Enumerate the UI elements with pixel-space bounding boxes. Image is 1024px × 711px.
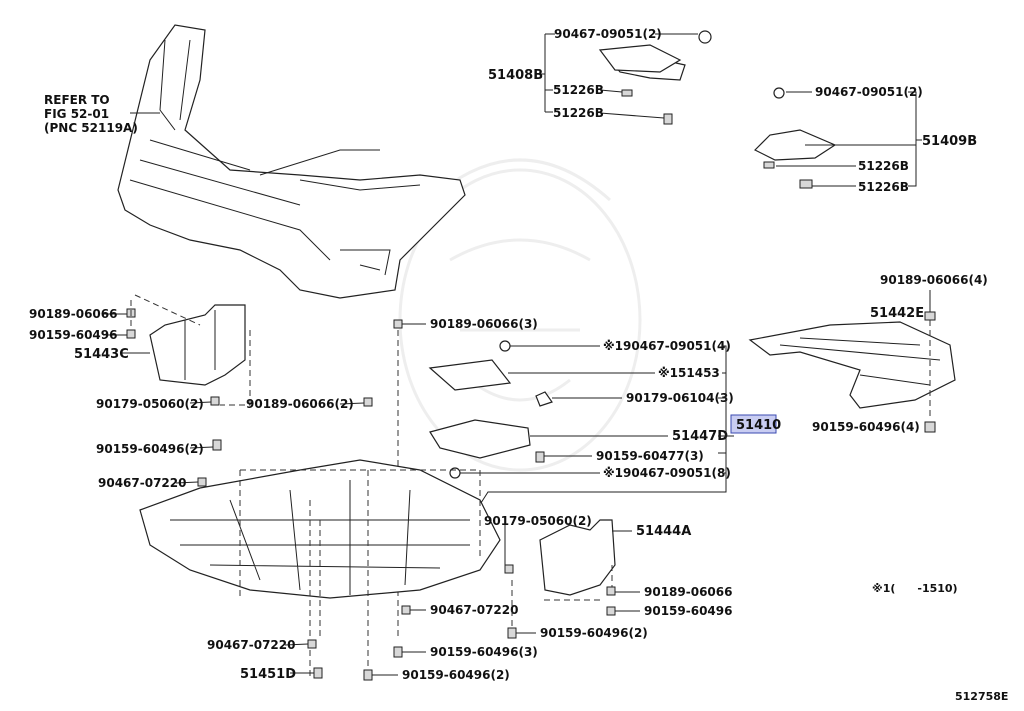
part-label[interactable]: 90467-07220 [207,638,295,652]
part-label[interactable]: 90189-06066 [644,585,732,599]
part-label[interactable]: ※190467-09051(8) [603,466,731,480]
part-label[interactable]: 90189-06066 [29,307,117,321]
part-label[interactable]: 90159-60496(4) [812,420,920,434]
bolt-icon [212,439,222,451]
part-label[interactable]: 90467-07220 [430,603,518,617]
front-bumper-illustration [117,24,466,299]
bracket-51409b-illustration [753,87,837,189]
part-label[interactable]: 51226B [553,83,604,97]
leader-line [599,89,623,93]
bolt-icon [535,451,545,463]
part-label[interactable]: ※151453 [658,366,720,380]
leader-line [175,481,199,484]
bolt-icon [606,606,616,616]
clip-icon [210,396,220,406]
bracket-51443c-illustration [149,304,246,386]
bolt-icon [363,669,373,681]
part-label[interactable]: 51408B [488,68,543,83]
bolt-icon [393,319,403,329]
pad-151453-illustration [428,359,512,391]
nut-icon [401,605,411,615]
bolt-icon [924,421,936,433]
part-label[interactable]: 90189-06066(4) [880,273,988,287]
bracket-51447d-illustration [429,419,531,459]
part-label[interactable]: 51410 [736,418,781,433]
bracket-line [469,345,727,521]
part-label[interactable]: 51226B [858,180,909,194]
part-label[interactable]: 51409B [922,134,977,149]
footnote: ※1( -1510) [872,582,958,595]
clip-icon [504,564,514,574]
leader-line [339,402,365,405]
bolt-icon [606,586,616,596]
part-label[interactable]: 90179-05060(2) [96,397,204,411]
under-cover-51451d-illustration [139,459,501,680]
highlight-51410[interactable]: 51410 [730,414,781,434]
bracket-51444a-illustration [539,519,616,596]
refer-label-line1: REFER TO [44,93,110,107]
part-label[interactable]: 90189-06066(2) [246,397,354,411]
part-label[interactable]: 51226B [858,159,909,173]
refer-label-line3: (PNC 52119A) [44,121,138,135]
part-label[interactable]: 90179-06104(3) [626,391,734,405]
figure-number: 512758E [955,690,1008,703]
part-label[interactable]: ※190467-09051(4) [603,339,731,353]
part-label[interactable]: 90179-05060(2) [484,514,592,528]
bracket-line [908,91,917,187]
bracket-51408b-illustration [598,30,712,125]
bolt-icon [126,329,136,339]
part-label[interactable]: 51444A [636,524,691,539]
nut-icon [197,477,207,487]
dashed-guide [540,565,613,601]
leader-line [284,643,309,646]
part-label[interactable]: 51443C [74,347,129,362]
part-label[interactable]: 90159-60496 [644,604,732,618]
part-label[interactable]: 51451D [240,667,296,682]
part-label[interactable]: 90159-60496 [29,328,117,342]
part-label[interactable]: 90189-06066(3) [430,317,538,331]
leader-line [189,446,214,449]
part-label[interactable]: 51442E [870,306,924,321]
part-label[interactable]: 51447D [672,429,728,444]
part-label[interactable]: 90159-60496(2) [96,442,204,456]
part-label[interactable]: 90159-60496(2) [402,668,510,682]
leader-line [189,401,212,404]
dashed-guide [130,294,251,406]
bolt-icon [363,397,373,407]
part-label[interactable]: 90467-07220 [98,476,186,490]
bolt-icon [924,311,936,321]
part-label[interactable]: 90159-60496(2) [540,626,648,640]
clip-icon [499,340,511,352]
part-label[interactable]: 90159-60496(3) [430,645,538,659]
refer-label-line2: FIG 52-01 [44,107,109,121]
bolt-icon [393,646,403,658]
leader-line [599,112,665,119]
part-label[interactable]: 51226B [553,106,604,120]
nut-icon [307,639,317,649]
bolt-icon [507,627,517,639]
part-label[interactable]: 90159-60477(3) [596,449,704,463]
part-label[interactable]: 90467-09051(2) [815,85,923,99]
bolt-icon [313,667,323,679]
clip-icon [535,391,553,407]
part-label[interactable]: 90467-09051(2) [554,27,662,41]
cover-51442e-illustration [748,321,956,409]
